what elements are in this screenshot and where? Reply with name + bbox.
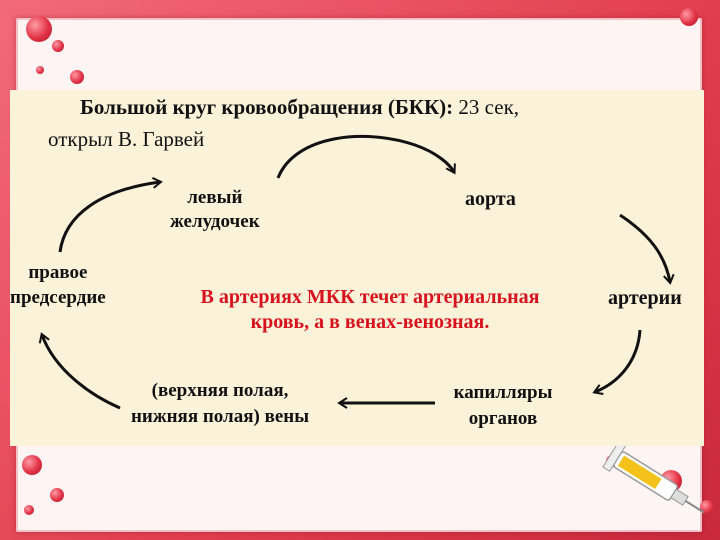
decor-bubble — [52, 40, 64, 52]
arrow-aorta-to-arteries — [619, 213, 675, 285]
diagram-area: Большой круг кровообращения (БКК): 23 се… — [10, 90, 704, 446]
node-aorta: аорта — [465, 188, 516, 210]
node-right-atrium-line1: правое — [28, 262, 88, 283]
arrow-veins-to-atrium — [38, 332, 121, 410]
syringe-icon — [602, 440, 705, 514]
arrow-ventricle-to-aorta — [276, 135, 456, 179]
cycle-arrows — [38, 135, 675, 410]
node-left-ventricle-line1: левый — [187, 187, 243, 208]
decor-bubble — [70, 70, 84, 84]
decor-bubble — [26, 16, 52, 42]
node-veins-line2: нижняя полая) вены — [130, 406, 310, 427]
node-right-atrium-line2: предсердие — [10, 287, 106, 308]
decor-bubble — [50, 488, 64, 502]
note-line1: В артериях МКК течет артериальная — [200, 286, 540, 308]
node-capillaries-line2: органов — [468, 408, 538, 429]
node-veins-line1: (верхняя полая, — [151, 380, 289, 401]
node-capillaries: капилляры органов — [438, 380, 568, 432]
node-left-ventricle: левый желудочек — [170, 186, 260, 234]
decor-bubble — [22, 455, 42, 475]
title-rest: 23 сек, — [453, 95, 520, 119]
arrow-arteries-to-capillaries — [592, 329, 642, 396]
node-right-atrium: правое предсердие — [10, 260, 106, 310]
decor-bubble — [680, 8, 698, 26]
note-line2: кровь, а в венах-венозная. — [250, 311, 490, 333]
node-left-ventricle-line2: желудочек — [170, 211, 260, 232]
node-veins: (верхняя полая, нижняя полая) вены — [100, 378, 340, 430]
note-text: В артериях МКК течет артериальная кровь,… — [160, 285, 580, 335]
arrow-atrium-to-ventricle — [58, 177, 163, 253]
node-capillaries-line1: капилляры — [453, 382, 553, 403]
decor-bubble — [24, 505, 34, 515]
node-arteries: артерии — [608, 287, 682, 309]
decor-bubble — [700, 500, 714, 514]
decor-bubble — [36, 66, 44, 74]
page-title: Большой круг кровообращения (БКК): 23 се… — [80, 95, 519, 120]
title-bold: Большой круг кровообращения (БКК): — [80, 95, 454, 119]
title-line2: открыл В. Гарвей — [48, 127, 205, 151]
